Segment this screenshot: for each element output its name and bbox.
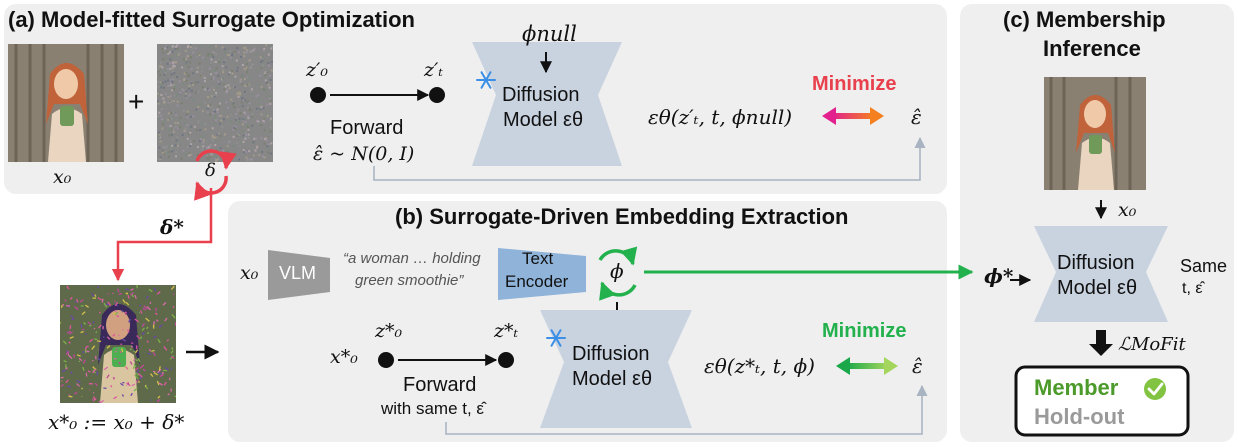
phi-refresh-icon: [598, 246, 638, 301]
label-forward-b: Forward: [403, 374, 477, 396]
minimize-b: Minimize: [822, 320, 907, 342]
same-line1: Same: [1180, 256, 1228, 276]
label-holdout: Hold-out: [1034, 404, 1125, 429]
input-image-x0: [8, 44, 124, 162]
text-encoder-shape: [498, 248, 586, 300]
vlm-shape: [268, 250, 330, 300]
label-phi-star: ϕ*: [984, 264, 1014, 288]
text-encoder-line1: Text: [522, 249, 554, 268]
label-phi-null: ϕnull: [522, 22, 577, 46]
minimize-double-arrow-a: [822, 107, 884, 125]
model-b-line2: Model εθ: [572, 368, 653, 390]
minimize-a: Minimize: [812, 73, 897, 95]
label-loss: ℒMoFit: [1118, 334, 1186, 355]
text-encoder-line2: Encoder: [505, 272, 569, 291]
label-x0-star: x*₀: [330, 346, 358, 368]
diffusion-model-b-shape: [540, 310, 692, 428]
pred-b: εθ(z*ₜ, t, ϕ): [704, 354, 815, 378]
node-z0-prime: [310, 87, 326, 103]
feedback-line-b: [445, 384, 928, 435]
label-zt-prime: z′ₜ: [424, 59, 444, 81]
model-a-line2: Model εθ: [503, 109, 584, 131]
caption-line1: “a woman … holding: [343, 250, 481, 267]
diffusion-model-a-shape: [472, 42, 622, 166]
label-member: Member: [1034, 375, 1119, 400]
model-a-line1: Diffusion: [502, 84, 580, 106]
label-forward-a: Forward: [330, 117, 404, 139]
node-zt-star: [498, 352, 514, 368]
snowflake-icon: [476, 71, 496, 89]
perturbed-image: [60, 285, 176, 403]
label-x0: x₀: [53, 166, 72, 188]
check-icon: [1144, 378, 1166, 400]
eps-hat-a: ε̂: [911, 105, 922, 129]
panel-b-title: (b) Surrogate-Driven Embedding Extractio…: [395, 204, 849, 229]
feedback-line-a: [373, 136, 926, 181]
delta-star-path: [111, 188, 213, 282]
panel-c-title-line2: Inference: [1043, 36, 1141, 61]
label-delta: δ: [205, 160, 216, 181]
plus-sign: +: [128, 86, 145, 117]
result-box: [1014, 365, 1190, 437]
label-delta-star: δ*: [160, 215, 184, 239]
label-x0-b: x₀: [240, 262, 259, 284]
node-zt-prime: [429, 87, 445, 103]
label-zt-star: z*ₜ: [494, 320, 519, 342]
label-x0-c: x₀: [1118, 199, 1137, 221]
node-z0-star: [378, 352, 394, 368]
caption-line2: green smoothie”: [355, 272, 464, 289]
label-z0-prime: z′₀: [306, 59, 328, 81]
eps-hat-b: ε̂: [912, 354, 923, 378]
label-with-same: with same t, ε̂: [381, 399, 484, 418]
panel-a-title: (a) Model-fitted Surrogate Optimization: [8, 7, 415, 32]
noise-image: [157, 44, 273, 162]
model-b-line1: Diffusion: [572, 343, 650, 365]
panel-c-title-line1: (c) Membership: [1003, 7, 1166, 32]
diffusion-model-c-shape: [1034, 226, 1168, 322]
label-vlm: VLM: [279, 263, 317, 283]
query-image: [1044, 77, 1146, 190]
snowflake-icon-b: [546, 329, 566, 347]
minimize-double-arrow-b: [836, 357, 898, 375]
label-z0-star: z*₀: [375, 320, 403, 342]
model-c-line1: Diffusion: [1057, 252, 1135, 274]
pred-a: εθ(z′ₜ, t, ϕnull): [648, 105, 793, 129]
label-noise-eq: ε̂ ~ N(0, I): [313, 143, 415, 165]
loss-down-arrow: [1089, 330, 1113, 356]
label-x0-star-def: x*₀ := x₀ + δ*: [48, 410, 185, 434]
same-line2: t, ε̂: [1182, 280, 1203, 297]
model-c-line2: Model εθ: [1057, 277, 1138, 299]
delta-refresh-icon: [194, 149, 237, 201]
label-phi: ϕ: [610, 259, 624, 283]
